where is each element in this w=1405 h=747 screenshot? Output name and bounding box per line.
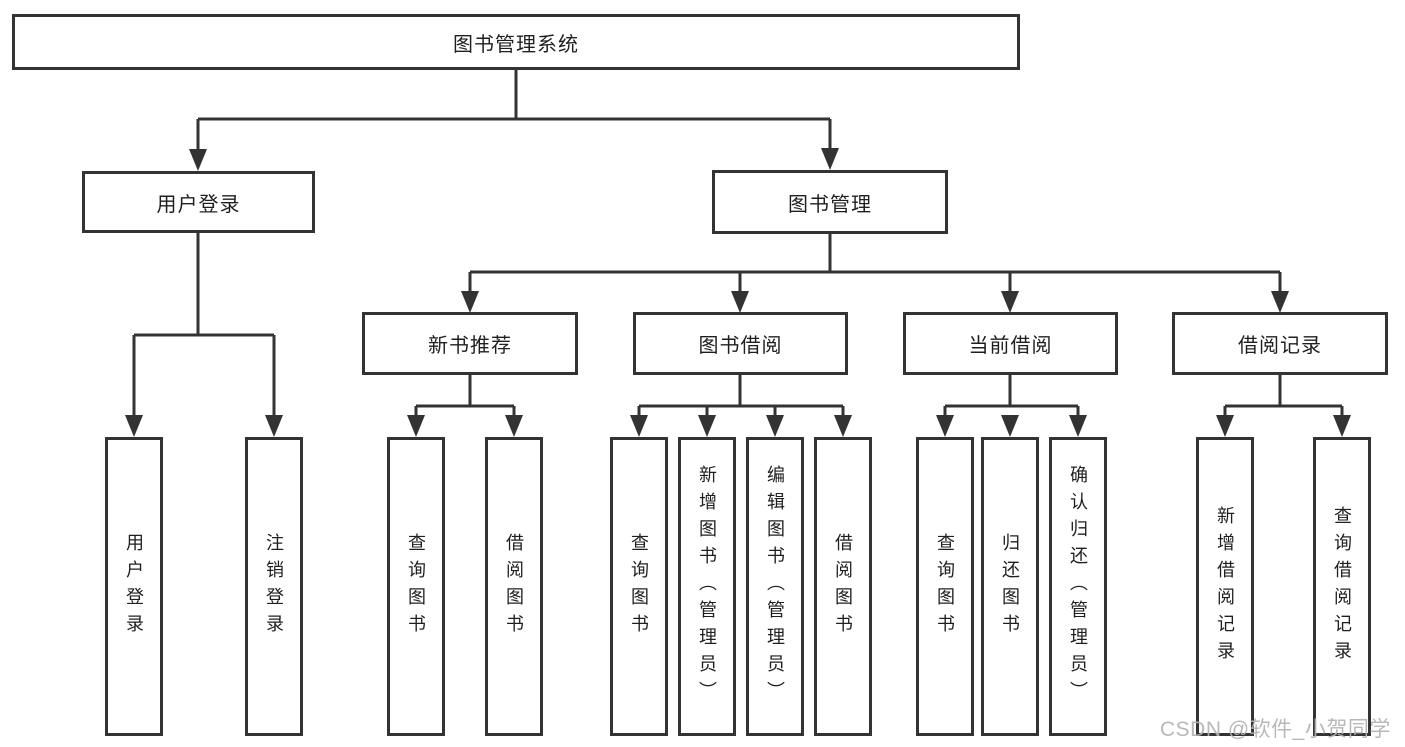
leaf-return-books: 归还图书: [981, 437, 1039, 736]
leaf-borrow-books: 借阅图书: [814, 437, 872, 736]
leaf-query-books-borrowing: 查询图书: [610, 437, 668, 736]
leaf-borrow-books-recommend: 借阅图书: [485, 437, 543, 736]
node-new-book-recommend: 新书推荐: [362, 312, 578, 375]
leaf-query-books-current: 查询图书: [916, 437, 974, 736]
leaf-add-book-admin: 新增图书（管理员）: [678, 437, 736, 736]
leaf-query-borrow-record: 查询借阅记录: [1313, 437, 1371, 736]
leaf-user-login: 用户登录: [105, 437, 163, 736]
leaf-add-borrow-record: 新增借阅记录: [1196, 437, 1254, 736]
leaf-confirm-return-admin: 确认归还（管理员）: [1049, 437, 1107, 736]
node-book-borrowing: 图书借阅: [633, 312, 848, 375]
node-root: 图书管理系统: [12, 14, 1020, 70]
leaf-edit-book-admin: 编辑图书（管理员）: [746, 437, 804, 736]
leaf-logout: 注销登录: [245, 437, 303, 736]
watermark: CSDN @软件_小贺同学: [1160, 718, 1391, 741]
node-book-management: 图书管理: [712, 170, 948, 234]
node-user-login: 用户登录: [82, 171, 315, 233]
node-current-borrowing: 当前借阅: [903, 312, 1118, 375]
node-borrowing-records: 借阅记录: [1172, 312, 1388, 375]
leaf-query-books-recommend: 查询图书: [387, 437, 445, 736]
